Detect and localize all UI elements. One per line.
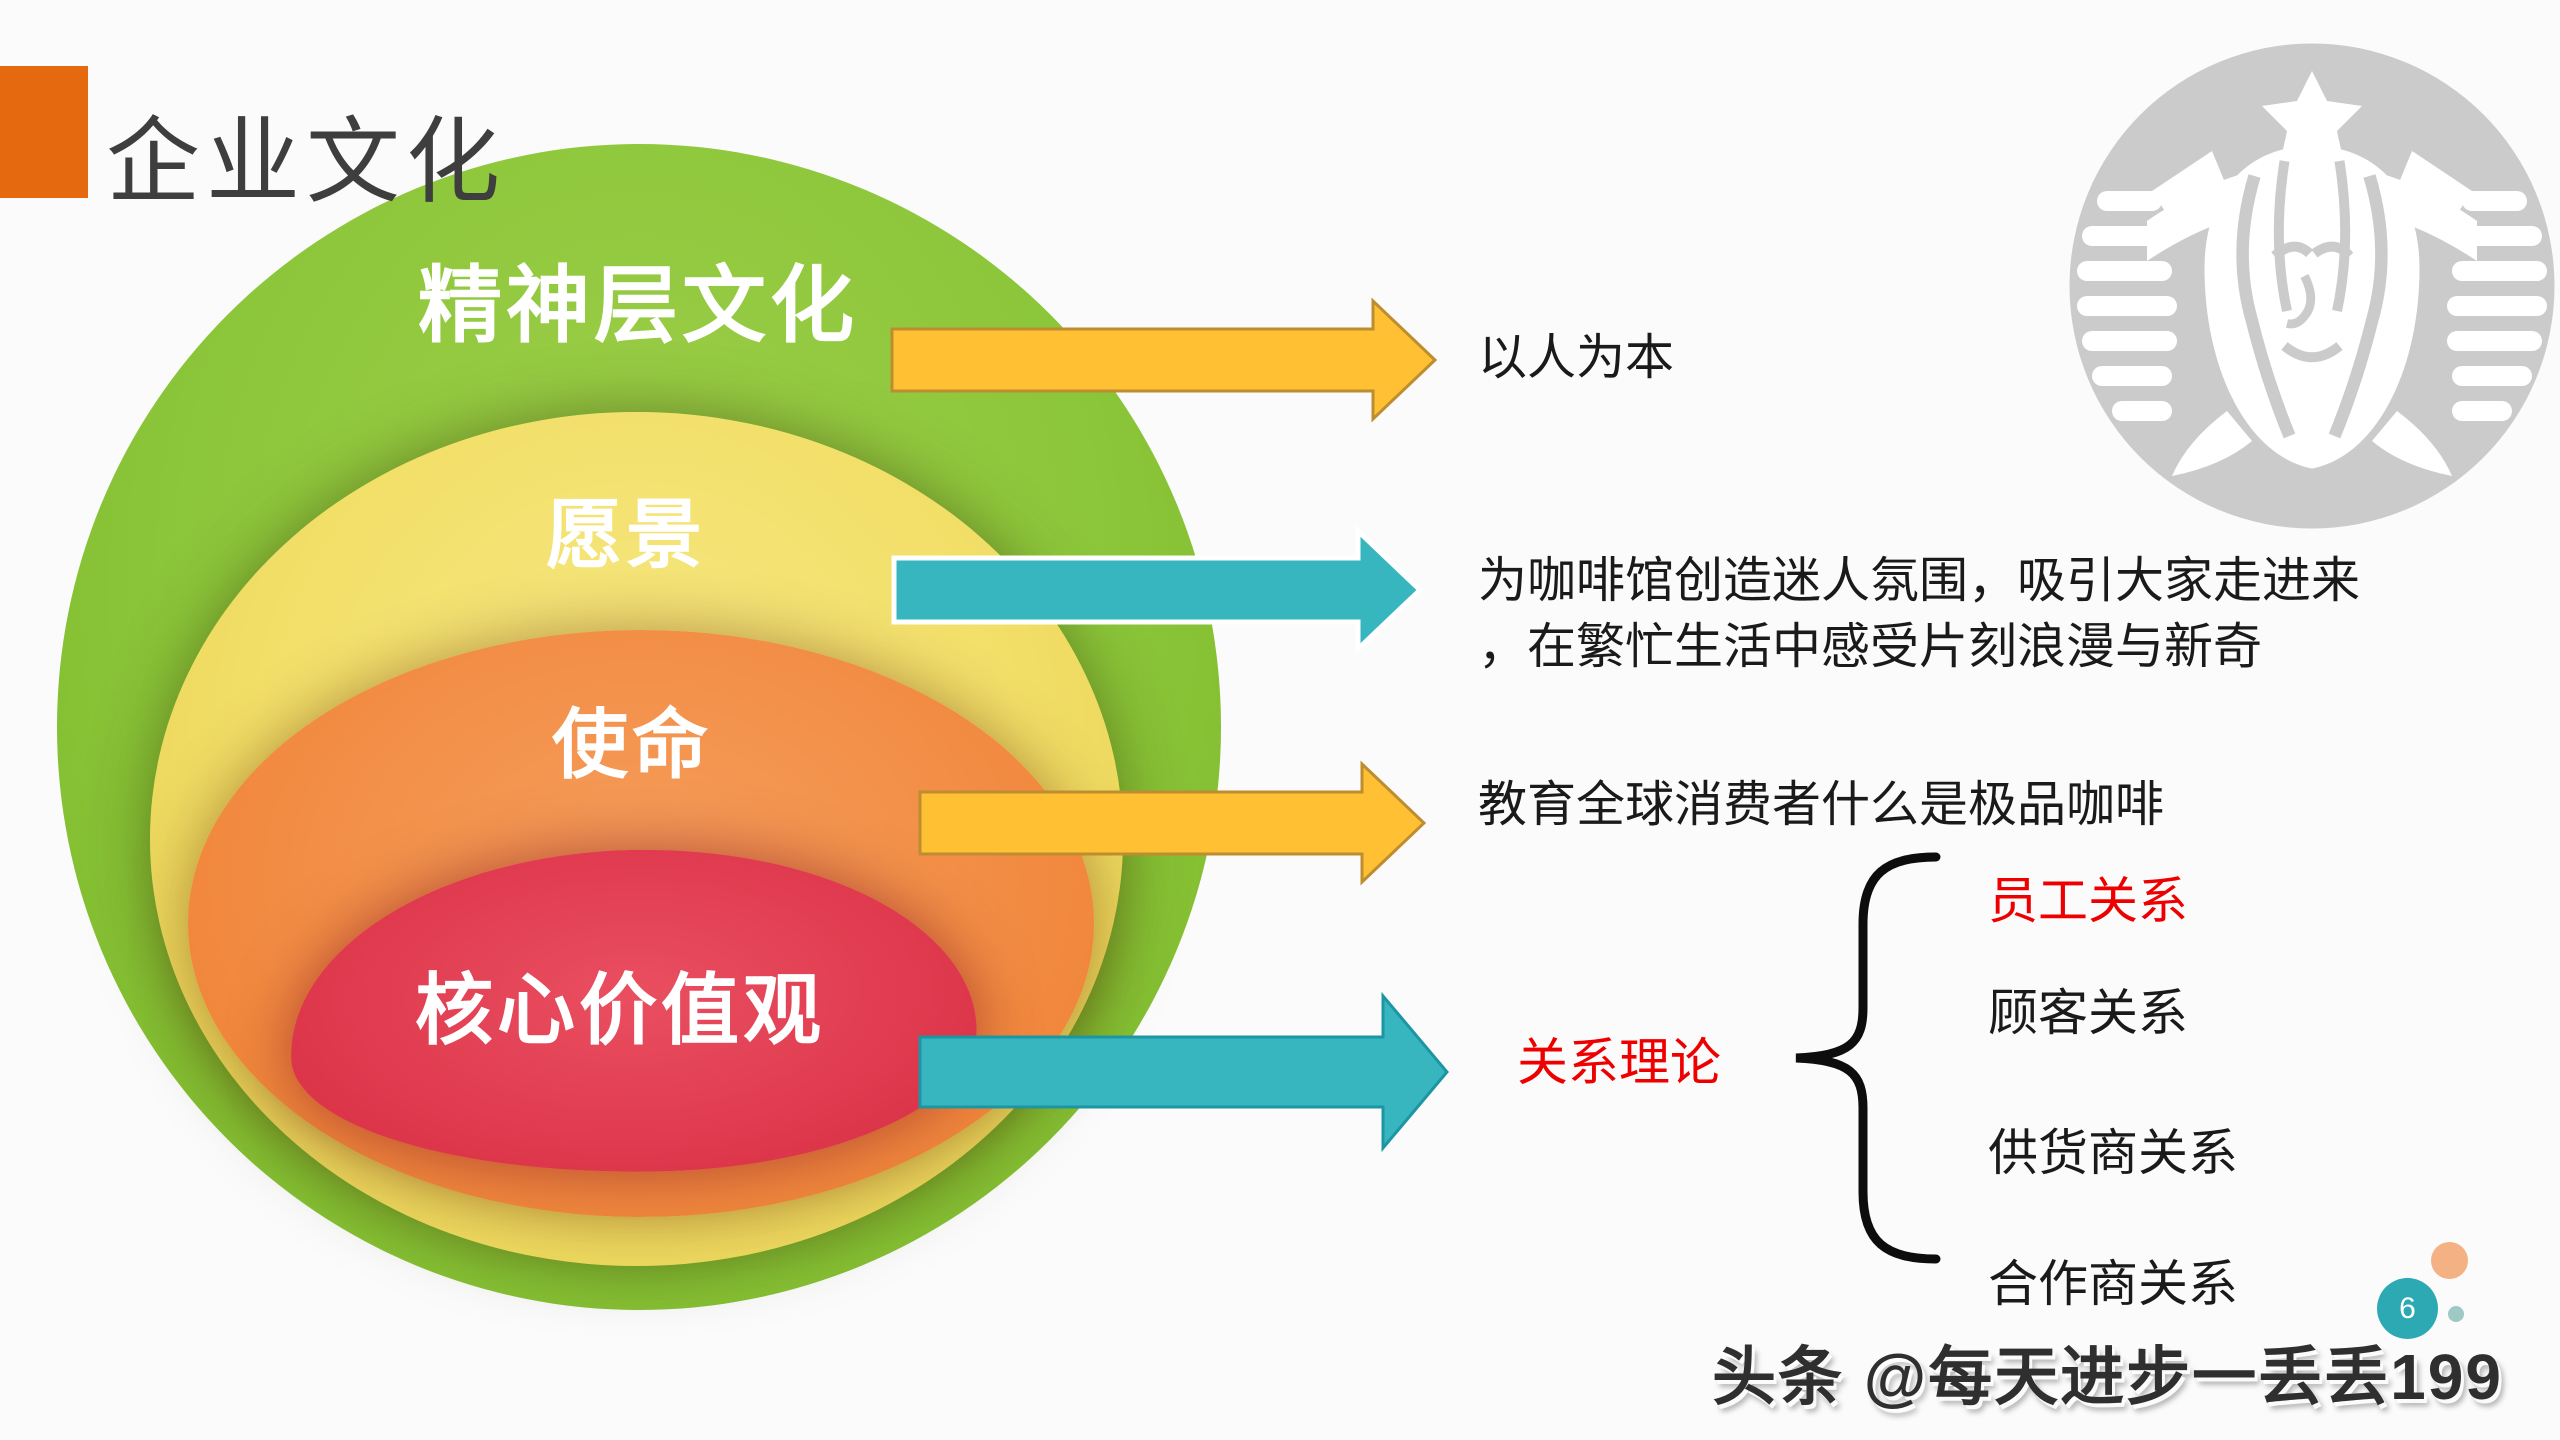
annotation-relation-theory: 关系理论: [1517, 1034, 1722, 1091]
ring-label-spirit: 精神层文化: [417, 258, 859, 353]
starbucks-logo-icon: [2069, 43, 2555, 529]
arrow-right-icon-vision: [891, 525, 1424, 655]
ring-label-values: 核心价值观: [414, 966, 826, 1054]
annotation-vision: 为咖啡馆创造迷人氛围，吸引大家走进来 ，在繁忙生活中感受片刻浪漫与新奇: [1478, 548, 2360, 680]
relation-item-partner: 合作商关系: [1988, 1256, 2238, 1312]
annotation-mission: 教育全球消费者什么是极品咖啡: [1478, 778, 2165, 832]
ring-label-vision: 愿景: [546, 493, 706, 578]
relation-item-employee: 员工关系: [1988, 873, 2188, 929]
relation-item-customer: 顾客关系: [1988, 985, 2188, 1041]
arrow-right-icon-mission: [918, 760, 1427, 886]
page-title: 企业文化: [106, 109, 507, 214]
page-number-badge: 6: [2377, 1278, 2438, 1339]
page-number: 6: [2399, 1291, 2416, 1325]
annotation-vision-line2: ，在繁忙生活中感受片刻浪漫与新奇: [1478, 620, 2263, 674]
curly-brace-icon: [1795, 852, 1941, 1264]
ring-label-mission: 使命: [552, 703, 712, 788]
arrow-right-icon-values: [918, 991, 1449, 1153]
relation-item-supplier: 供货商关系: [1988, 1125, 2238, 1181]
watermark-text: 头条 @每天进步一丢丢199: [1712, 1341, 2503, 1413]
decorative-teal-dot: [2448, 1306, 2464, 1322]
annotation-vision-line1: 为咖啡馆创造迷人氛围，吸引大家走进来: [1478, 554, 2361, 608]
title-accent-square: [0, 66, 88, 198]
decorative-orange-dot: [2431, 1242, 2468, 1279]
annotation-spirit: 以人为本: [1478, 331, 1675, 385]
arrow-right-icon-spirit: [890, 297, 1438, 423]
